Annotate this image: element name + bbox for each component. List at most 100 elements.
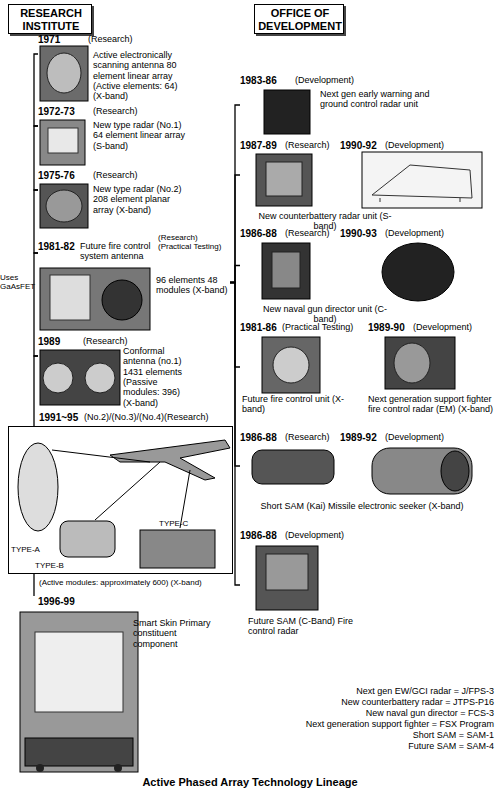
node-heading: OFFICE OF DEVELOPMENT	[255, 7, 345, 33]
leader-line	[52, 450, 150, 462]
connector-line	[230, 283, 240, 368]
header-box: OFFICE OF DEVELOPMENT	[254, 4, 344, 34]
conformal-photo	[40, 350, 120, 405]
sphere	[43, 363, 73, 393]
node-text: (Research)	[285, 432, 330, 442]
node-text: (Development)	[385, 140, 444, 150]
connector-line	[34, 126, 38, 190]
antenna-face	[47, 53, 81, 93]
antenna-photo	[40, 268, 150, 330]
aircraft-outline	[110, 440, 230, 480]
stage-node: 1991~95(No.2)/(No.3)/(No.4)(Research)TYP…	[8, 426, 233, 574]
radar-photo	[40, 120, 85, 165]
note-text: Short SAM = SAM-1	[280, 730, 494, 740]
node-text: Future fire control system antenna	[80, 241, 160, 262]
note-text: New counterbattery radar = JTPS-P16	[280, 697, 494, 707]
node-heading: 1989	[38, 336, 60, 348]
stage-node: 1989-90(Development)Next generation supp…	[368, 322, 496, 422]
fcs-photo	[262, 337, 320, 393]
sam-radar-face	[266, 554, 308, 590]
smart-skin-photo	[20, 612, 138, 772]
note-text: New naval gun director = FCS-3	[280, 708, 494, 718]
fighter-radar-face	[394, 343, 430, 383]
node-text: Smart Skin Primary constituent component	[133, 618, 218, 649]
node-heading: 1971	[38, 34, 60, 46]
connector-line	[230, 175, 240, 283]
node-text: (Research)	[93, 106, 138, 116]
stage-node: 1986-88(Research)	[240, 228, 335, 303]
note-text: Next gen EW/GCI radar = J/FPS-3	[280, 686, 494, 696]
node-text: Next gen early warning and ground contro…	[320, 89, 460, 110]
node-text: (Active modules: approximately 600) (X-b…	[39, 578, 202, 587]
connector-line	[34, 253, 38, 356]
radar-photo	[256, 154, 312, 206]
node-heading: 1986-88	[240, 432, 277, 444]
director-dome	[382, 243, 454, 301]
vehicle-drawing	[362, 152, 482, 208]
node-text: (Development)	[385, 432, 444, 442]
node-text: (Research)	[88, 34, 133, 44]
node-text: (Development)	[285, 530, 344, 540]
stage-node: 1987-89(Research)	[240, 140, 335, 210]
node-heading: 1983-86	[240, 75, 277, 87]
type-c-part	[140, 530, 215, 568]
caption-label: New counterbattery radar unit (S-band)	[255, 211, 395, 232]
stage-node: 1975-76 (Research) New type radar (No.2) 2…	[38, 170, 190, 230]
node-text: (Research) (Practical Testing)	[158, 233, 232, 251]
node-text: New type radar (No.2) 208 element planar…	[93, 184, 190, 215]
node-heading: 1972-73	[38, 106, 75, 118]
node-text: (Research)	[285, 140, 330, 150]
header-box: RESEARCH INSTITUTE	[8, 4, 92, 34]
antenna-array	[50, 275, 90, 320]
node-text: 96 elements 48 modules (X-band)	[156, 275, 228, 296]
node-heading: 1986-88	[240, 228, 277, 240]
connector-line	[230, 266, 240, 283]
seeker-photo	[252, 450, 334, 484]
leader-line	[95, 462, 160, 520]
node-heading: 1990-93	[340, 228, 377, 240]
connector-line	[230, 105, 240, 283]
node-text: (Research)	[83, 336, 128, 346]
radar-photo	[40, 184, 88, 228]
stage-node: 1981-82Future fire control system antenn…	[38, 233, 230, 332]
connector-line	[34, 190, 38, 253]
node-text: TYPE-C	[159, 519, 188, 528]
fcs-antenna	[273, 347, 309, 383]
node-heading: 1975-76	[38, 170, 75, 182]
dish	[102, 280, 142, 320]
node-text: Future fire control unit (X-band)	[242, 394, 357, 415]
type-b-part	[60, 521, 115, 557]
caption-label: New naval gun director unit (C-band)	[255, 304, 395, 325]
node-text: (Development)	[295, 75, 354, 85]
type-a-sphere	[18, 443, 58, 531]
node-heading: 1996-99	[38, 596, 75, 608]
caption-label: Short SAM (Kai) Missile electronic seeke…	[252, 501, 472, 511]
director-photo	[262, 243, 310, 299]
seeker-end	[441, 451, 469, 491]
node-text: (No.2)/(No.3)/(No.4)(Research)	[84, 412, 209, 422]
stage-node: 1996-99Smart Skin Primary constituent co…	[8, 596, 223, 772]
node-text: (Research)	[93, 170, 138, 180]
node-text: Next generation support fighter fire con…	[368, 394, 496, 415]
stage-node: 1983-86 (Development) Next gen early warni…	[240, 75, 490, 135]
director-face	[272, 252, 300, 288]
radar-array	[48, 128, 78, 153]
node-text: Future SAM (C-Band) Fire control radar	[248, 616, 368, 637]
wheel	[114, 764, 122, 772]
stage-node: 1972-73(Research)New type radar (No.1) 6…	[38, 106, 190, 168]
node-heading: 1989-92	[340, 432, 377, 444]
node-heading: 1989-90	[368, 322, 405, 334]
stage-node: 1990-92(Development)	[340, 140, 495, 210]
wheel	[36, 764, 44, 772]
fighter-radar-photo	[385, 337, 455, 389]
note-text: Future SAM = SAM-4	[280, 741, 494, 751]
node-text: Uses GaAsFET	[0, 273, 34, 291]
connector-line	[34, 356, 38, 426]
node-text: TYPE-B	[35, 561, 64, 570]
node-text: Active electronically scanning antenna 8…	[93, 50, 190, 102]
radar-photo	[264, 90, 310, 134]
stage-node: 1971 (Research) Active electronically scan…	[38, 34, 190, 104]
node-text: TYPE-A	[11, 545, 40, 554]
panel	[35, 632, 123, 712]
